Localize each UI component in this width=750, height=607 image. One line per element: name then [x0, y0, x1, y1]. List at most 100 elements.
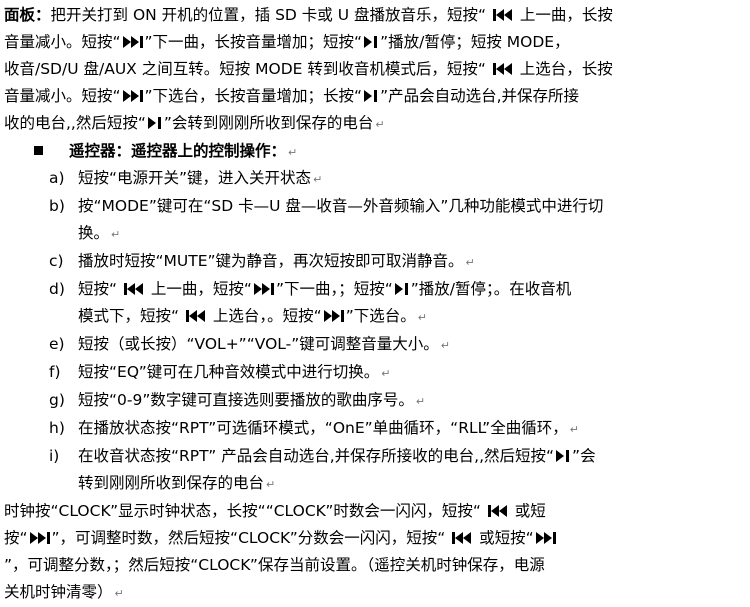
text-run: 短按“EQ”键可在几种音效模式中进行切换。: [78, 363, 380, 381]
play-pause-icon: [363, 35, 379, 49]
return-mark: ↵: [569, 423, 579, 436]
text-run: 上选台，。短按“: [207, 307, 322, 325]
next-track-icon: [29, 531, 51, 545]
list-item: c) 播放时短按“MUTE”键为静音，再次短按即可取消静音。↵: [4, 248, 748, 276]
prev-track-icon: [185, 309, 207, 323]
text-run: 模式下，短按“: [78, 307, 184, 325]
return-mark: ↵: [415, 395, 426, 408]
panel-line: 收音/SD/U 盘/AUX 之间互转。短按 MODE 转到收音机模式后，短按“ …: [4, 56, 748, 83]
play-pause-icon: [147, 116, 163, 130]
list-item: e)短按（或长按）“VOL+”“VOL-”键可调整音量大小。↵: [4, 331, 748, 359]
text-run: ”下选台，长按音量增加；长按“: [144, 87, 363, 105]
text-run: 在收音状态按“RPT” 产品会自动选台,并保存所接收的电台,,然后短按“: [78, 447, 555, 465]
list-item: g) 短按“0-9”数字键可直接选则要播放的歌曲序号。↵: [4, 387, 748, 415]
text-run: ”，可调整时数，然后短按“CLOCK”分数会一闪闪，短按“: [51, 529, 451, 547]
clock-section: 时钟按“CLOCK”显示时钟状态，长按““CLOCK”时数会一闪闪，短按“ 或短…: [4, 498, 748, 606]
bullet-square-icon: [34, 146, 43, 155]
list-item-marker: e): [49, 335, 65, 353]
text-run: ”会: [572, 447, 596, 465]
document: 面板：把开关打到 ON 开机的位置，插 SD 卡或 U 盘播放音乐，短按“ 上一…: [4, 2, 748, 606]
text-run: 播放时短按“MUTE”键为静音，再次短按即可取消静音。: [78, 252, 464, 270]
return-mark: ↵: [114, 587, 124, 600]
play-pause-icon: [394, 282, 410, 296]
text-run: ”，可调整分数，；然后短按“CLOCK”保存当前设置。（遥控关机时钟保存，电源: [4, 556, 545, 574]
list-item: i) 在收音状态按“RPT” 产品会自动选台,并保存所接收的电台,,然后短按“ ”会: [4, 443, 748, 470]
text-run: 上一曲，短按“: [145, 280, 252, 298]
prev-track-icon: [123, 282, 145, 296]
list-item: f) 短按“EQ”键可在几种音效模式中进行切换。↵: [4, 359, 748, 387]
text-run: 短按“: [78, 280, 122, 298]
list-item: 换。↵: [4, 220, 748, 248]
text-run: 按“: [4, 529, 28, 547]
next-track-icon: [323, 309, 345, 323]
return-mark: ↵: [375, 118, 385, 131]
text-run: 按“MODE”键可在“SD 卡—U 盘—收音—外音频输入”几种功能模式中进行切: [78, 197, 604, 215]
return-mark: ↵: [111, 228, 121, 241]
text-run: ”下一曲，长按音量增加；短按“: [144, 33, 363, 51]
text-run: 关机时钟清零）: [4, 583, 113, 601]
text-run: 短按“0-9”数字键可直接选则要播放的歌曲序号。: [78, 391, 414, 409]
return-mark: ↵: [288, 146, 298, 159]
text-run: 或短: [509, 502, 546, 520]
panel-line: 面板：把开关打到 ON 开机的位置，插 SD 卡或 U 盘播放音乐，短按“ 上一…: [4, 2, 748, 29]
list-item-marker: i): [49, 447, 60, 465]
list-item-marker: b): [49, 197, 65, 215]
text-run: 转到刚刚所收到保存的电台: [78, 474, 265, 492]
text-run: 在播放状态按“RPT”可选循环模式，“OnE”单曲循环，“RLL”全曲循环，: [78, 419, 568, 437]
text-run: 上一曲，长按: [514, 6, 613, 24]
list-item: b) 按“MODE”键可在“SD 卡—U 盘—收音—外音频输入”几种功能模式中进行…: [4, 193, 748, 220]
next-track-icon: [122, 89, 144, 103]
prev-track-icon: [492, 8, 514, 22]
list-item: 转到刚刚所收到保存的电台↵: [4, 470, 748, 498]
list-item: 模式下，短按“ 上选台，。短按“ ”下选台。↵: [4, 303, 748, 331]
list-item-marker: a): [49, 169, 65, 187]
list-item: h) 在播放状态按“RPT”可选循环模式，“OnE”单曲循环，“RLL”全曲循环，…: [4, 415, 748, 443]
remote-heading-line: 遥控器：遥控器上的控制操作：↵: [4, 137, 748, 165]
return-mark: ↵: [465, 256, 475, 269]
list-item-marker: h): [49, 419, 65, 437]
text-run: ”播放/暂停；短按 MODE，: [380, 33, 570, 51]
list-item: a) 短按“电源开关”键，进入关开状态↵: [4, 165, 748, 193]
return-mark: ↵: [417, 311, 427, 324]
text-run: 音量减小。短按“: [4, 87, 121, 105]
text-run: ”会转到刚刚所收到保存的电台: [163, 114, 374, 132]
text-run: 或短按“: [474, 529, 534, 547]
clock-line: 时钟按“CLOCK”显示时钟状态，长按““CLOCK”时数会一闪闪，短按“ 或短: [4, 498, 748, 525]
return-mark: ↵: [440, 339, 450, 352]
text-run: 时钟按“CLOCK”显示时钟状态，长按““CLOCK”时数会一闪闪，短按“: [4, 502, 486, 520]
next-track-icon: [535, 531, 557, 545]
list-item-marker: f): [49, 363, 61, 381]
panel-line: 音量减小。短按“ ”下一曲，长按音量增加；短按“ ”播放/暂停；短按 MODE，: [4, 29, 748, 56]
text-run: 短按“电源开关”键，进入关开状态: [78, 169, 312, 187]
panel-line: 音量减小。短按“ ”下选台，长按音量增加；长按“ ”产品会自动选台,并保存所接: [4, 83, 748, 110]
panel-line: 收的电台,,然后短按“ ”会转到刚刚所收到保存的电台↵: [4, 110, 748, 137]
remote-heading: 遥控器：遥控器上的控制操作：: [69, 142, 287, 160]
text-run: 收的电台,,然后短按“: [4, 114, 146, 132]
text-run: 换。: [78, 224, 110, 242]
clock-line: 关机时钟清零）↵: [4, 579, 748, 606]
play-pause-icon: [363, 89, 379, 103]
list-item-marker: d): [49, 280, 65, 298]
text-run: ”下一曲，；短按“: [275, 280, 393, 298]
remote-list: a)短按“电源开关”键，进入关开状态↵b)按“MODE”键可在“SD 卡—U 盘…: [4, 165, 748, 498]
prev-track-icon: [451, 531, 473, 545]
list-item-marker: c): [49, 252, 64, 270]
clock-line: ”，可调整分数，；然后短按“CLOCK”保存当前设置。（遥控关机时钟保存，电源: [4, 552, 748, 579]
return-mark: ↵: [313, 173, 323, 186]
next-track-icon: [253, 282, 275, 296]
text-run: 音量减小。短按“: [4, 33, 121, 51]
text-run: ”产品会自动选台,并保存所接: [380, 87, 580, 105]
text-run: 收音/SD/U 盘/AUX 之间互转。短按 MODE 转到收音机模式后，短按“: [4, 60, 491, 78]
return-mark: ↵: [266, 478, 276, 491]
list-item: d) 短按“ 上一曲，短按“ ”下一曲，；短按“ ”播放/暂停；。在收音机: [4, 276, 748, 303]
panel-section: 面板：把开关打到 ON 开机的位置，插 SD 卡或 U 盘播放音乐，短按“ 上一…: [4, 2, 748, 137]
text-run: ”播放/暂停；。在收音机: [410, 280, 572, 298]
clock-line: 按“ ”，可调整时数，然后短按“CLOCK”分数会一闪闪，短按“ 或短按“: [4, 525, 748, 552]
play-pause-icon: [555, 449, 571, 463]
text-run: ”下选台。: [345, 307, 416, 325]
list-item-marker: g): [49, 391, 65, 409]
return-mark: ↵: [381, 367, 391, 380]
text-run: 把开关打到 ON 开机的位置，插 SD 卡或 U 盘播放音乐，短按“: [50, 6, 491, 24]
prev-track-icon: [487, 504, 509, 518]
next-track-icon: [122, 35, 144, 49]
